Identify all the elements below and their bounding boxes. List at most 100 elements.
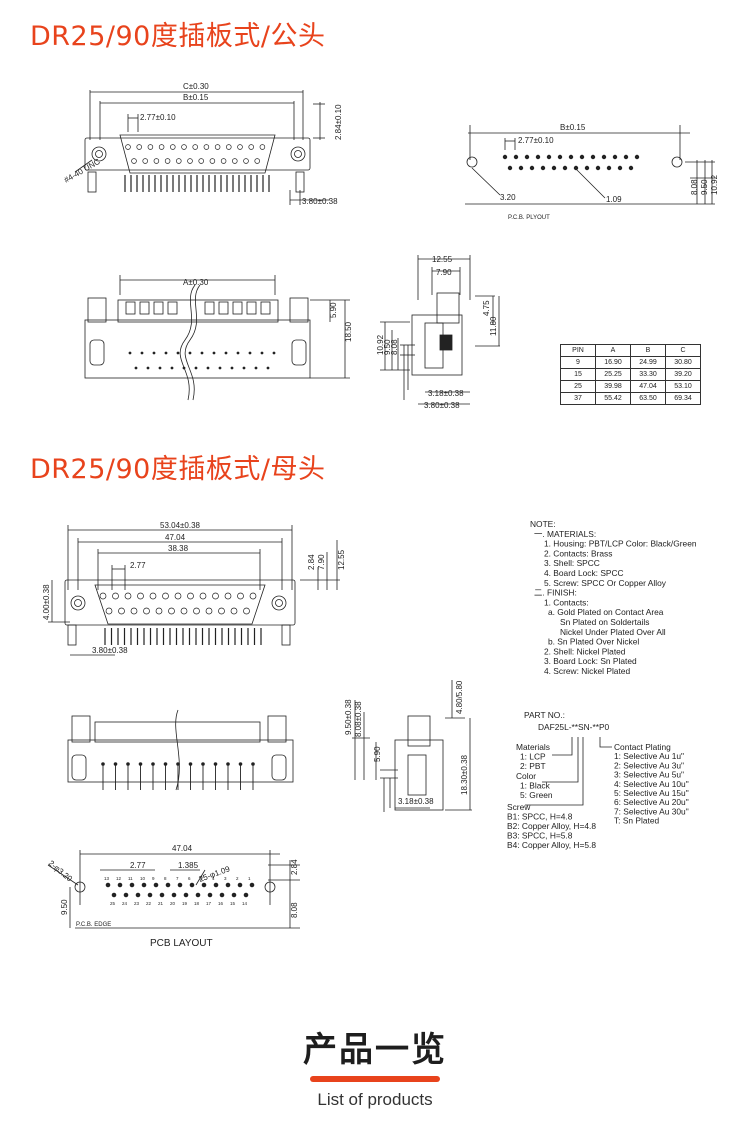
fpcb-num: 4 xyxy=(212,876,215,881)
fpcb-hole xyxy=(141,882,147,888)
pcb-caption: P.C.B. PLYOUT xyxy=(508,215,550,221)
pcb-hole xyxy=(584,165,590,171)
fpcb-hole xyxy=(219,892,225,898)
female-pin xyxy=(124,592,132,600)
fpcb-num: 18 xyxy=(194,901,200,906)
f-h3: 12.55 xyxy=(337,549,346,570)
female-pin xyxy=(218,607,225,615)
female-pin xyxy=(149,592,157,600)
female-pcb-view xyxy=(47,850,300,929)
fpcb-hole xyxy=(201,882,207,888)
top-dot xyxy=(206,366,210,370)
fp-v: 9.50 xyxy=(60,899,69,915)
fs-b: 3.18±0.38 xyxy=(398,797,434,806)
part-list-item: Screw xyxy=(507,802,531,812)
male-pin xyxy=(220,158,227,164)
top-tail-end xyxy=(176,762,180,766)
female-pin xyxy=(99,592,107,600)
male-front-view xyxy=(74,90,330,205)
side-v2: 9.50 xyxy=(383,339,392,355)
female-pin xyxy=(243,607,250,615)
fpcb-hole xyxy=(231,892,237,898)
female-pin xyxy=(205,607,213,615)
table-cell: 9 xyxy=(560,356,596,369)
top-a: A±0.30 xyxy=(183,278,209,287)
female-pin xyxy=(249,592,257,600)
male-pin xyxy=(170,144,176,150)
female-top-view xyxy=(67,709,294,791)
fpcb-num: 14 xyxy=(242,901,248,906)
side-b1: 3.18±0.38 xyxy=(428,389,464,398)
table-cell: 55.42 xyxy=(595,392,631,405)
top-dot xyxy=(200,351,204,355)
top-dot xyxy=(146,366,150,370)
female-pin xyxy=(130,607,138,615)
top-tail-end xyxy=(126,762,130,766)
fpcb-hole xyxy=(243,892,249,898)
table-cell: 30.80 xyxy=(665,356,701,369)
dim-pitch: 2.77±0.10 xyxy=(140,113,176,122)
male-pin xyxy=(226,144,232,150)
part-list-item: 7: Selective Au 30u" xyxy=(614,806,689,816)
pcb-pitch: 2.77±0.10 xyxy=(518,136,554,145)
male-side-labels: 12.55 7.90 4.75 11.80 10.92 9.50 8.08 3.… xyxy=(376,255,498,410)
top-dot xyxy=(194,366,198,370)
fpcb-num: 13 xyxy=(104,876,110,881)
part-list-item: 5: Selective Au 15u" xyxy=(614,788,689,798)
fp-w: 47.04 xyxy=(172,844,193,853)
female-pin xyxy=(162,592,169,600)
top-tail-end xyxy=(101,762,105,766)
female-front-view xyxy=(48,525,340,656)
fpcb-hole xyxy=(111,892,117,898)
part-list-item: 1: Black xyxy=(520,781,551,791)
top-slot xyxy=(167,301,178,315)
fpcb-hole xyxy=(183,892,189,898)
part-list-item: 4: Selective Au 10u" xyxy=(614,779,689,789)
fp-edge: P.C.B. EDGE xyxy=(76,922,111,928)
part-list-item: B2: Copper Alloy, H=4.8 xyxy=(507,821,596,831)
fpcb-num: 12 xyxy=(116,876,122,881)
table-cell: 25.25 xyxy=(595,368,631,381)
fpcb-num: 22 xyxy=(146,901,152,906)
fpcb-hole xyxy=(177,882,183,888)
f-h2: 7.90 xyxy=(317,554,326,570)
pcb-d1: 3.20 xyxy=(500,193,516,202)
part-list-item: B3: SPCC, H=5.8 xyxy=(507,831,573,841)
female-pin xyxy=(212,592,219,600)
male-pin xyxy=(192,144,198,150)
male-pin xyxy=(142,158,148,164)
fpcb-hole xyxy=(153,882,159,888)
top-tail-end xyxy=(113,762,118,766)
male-pin xyxy=(237,144,243,150)
female-section-title: DR25/90度插板式/母头 xyxy=(30,454,326,485)
male-pin xyxy=(181,144,187,150)
male-pin xyxy=(232,158,238,164)
top-dot xyxy=(230,366,234,370)
note-line: Sn Plated on Soldertails xyxy=(560,617,649,627)
side-h1: 4.75 xyxy=(482,300,491,316)
note-line: 一. MATERIALS: xyxy=(534,529,596,539)
male-pin xyxy=(198,158,204,164)
female-front-labels: 53.04±0.38 47.04 38.38 2.77 2.84 7.90 12… xyxy=(42,521,346,655)
note-line: 3. Board Lock: Sn Plated xyxy=(544,656,637,666)
female-pin xyxy=(137,592,144,600)
pcb-hole xyxy=(529,165,535,171)
table-cell: 39.98 xyxy=(595,380,631,393)
fpcb-num: 2 xyxy=(236,876,239,881)
female-pin xyxy=(224,592,232,600)
female-pin xyxy=(105,607,113,615)
pcb-hole xyxy=(557,154,563,160)
fpcb-hole xyxy=(129,882,135,888)
pcb-hole xyxy=(612,154,618,160)
top-slot xyxy=(139,301,150,315)
table-cell: 16.90 xyxy=(595,356,631,369)
top-tail-end xyxy=(226,762,230,766)
f-w1: 53.04±0.38 xyxy=(160,521,201,530)
male-section-title: DR25/90度插板式/公头 xyxy=(30,21,326,52)
female-pin xyxy=(143,607,150,615)
table-cell: 15 xyxy=(560,368,596,381)
part-list-item: Color xyxy=(516,771,536,781)
fpcb-hole xyxy=(165,882,171,888)
